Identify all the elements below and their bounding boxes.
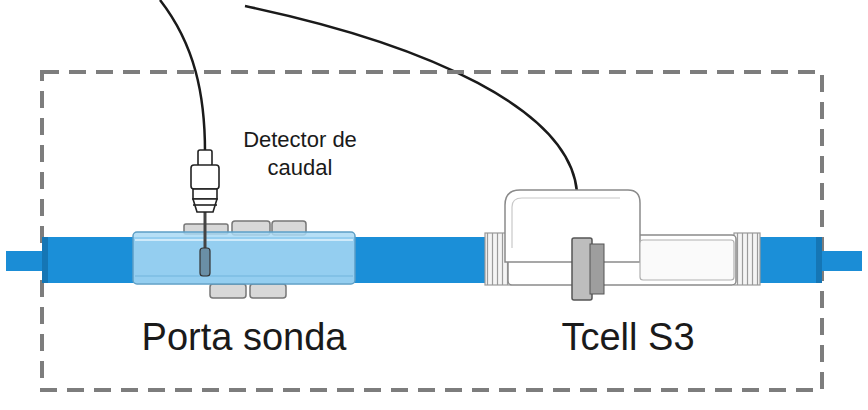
cell-clip [590,244,604,294]
pipe-edge [42,237,48,283]
probe-cable [160,0,205,152]
holder-highlight [135,239,353,241]
part-label: Porta sonda [114,314,374,362]
housing-detail [512,198,620,248]
cell-sleeve [640,240,734,280]
probe-holder [133,232,355,284]
pipe-edge [816,237,822,283]
cell-clip [572,238,592,300]
thread-fitting [734,233,760,285]
sensor-label: Detector de caudal [230,126,370,181]
part-label: Tcell S3 [518,314,738,362]
system-boundary [42,72,822,390]
probe-tip [200,248,210,276]
flow-detector [191,150,219,212]
holder-edge [135,275,353,277]
